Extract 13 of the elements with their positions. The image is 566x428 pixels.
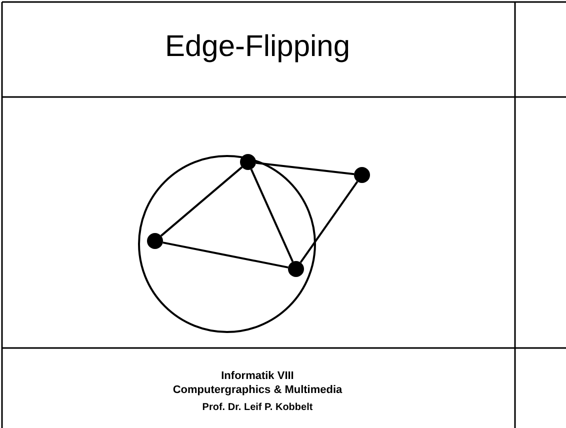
- edge-line: [162, 242, 288, 268]
- edge-line: [256, 162, 354, 176]
- edge-line: [300, 180, 358, 264]
- vertex-dot: [354, 167, 370, 183]
- vertex-dot: [240, 154, 256, 170]
- slide-title: Edge-Flipping: [164, 30, 352, 64]
- vertex-dot: [288, 261, 304, 277]
- edge-line: [160, 166, 243, 237]
- footer-text: Prof. Dr. Leif P. Kobbelt: [201, 402, 314, 413]
- vertex-dot: [147, 233, 163, 249]
- edge-line: [250, 168, 294, 262]
- footer-text: Computergraphics & Multimedia: [172, 384, 344, 396]
- footer-text: Informatik VIII: [220, 370, 295, 382]
